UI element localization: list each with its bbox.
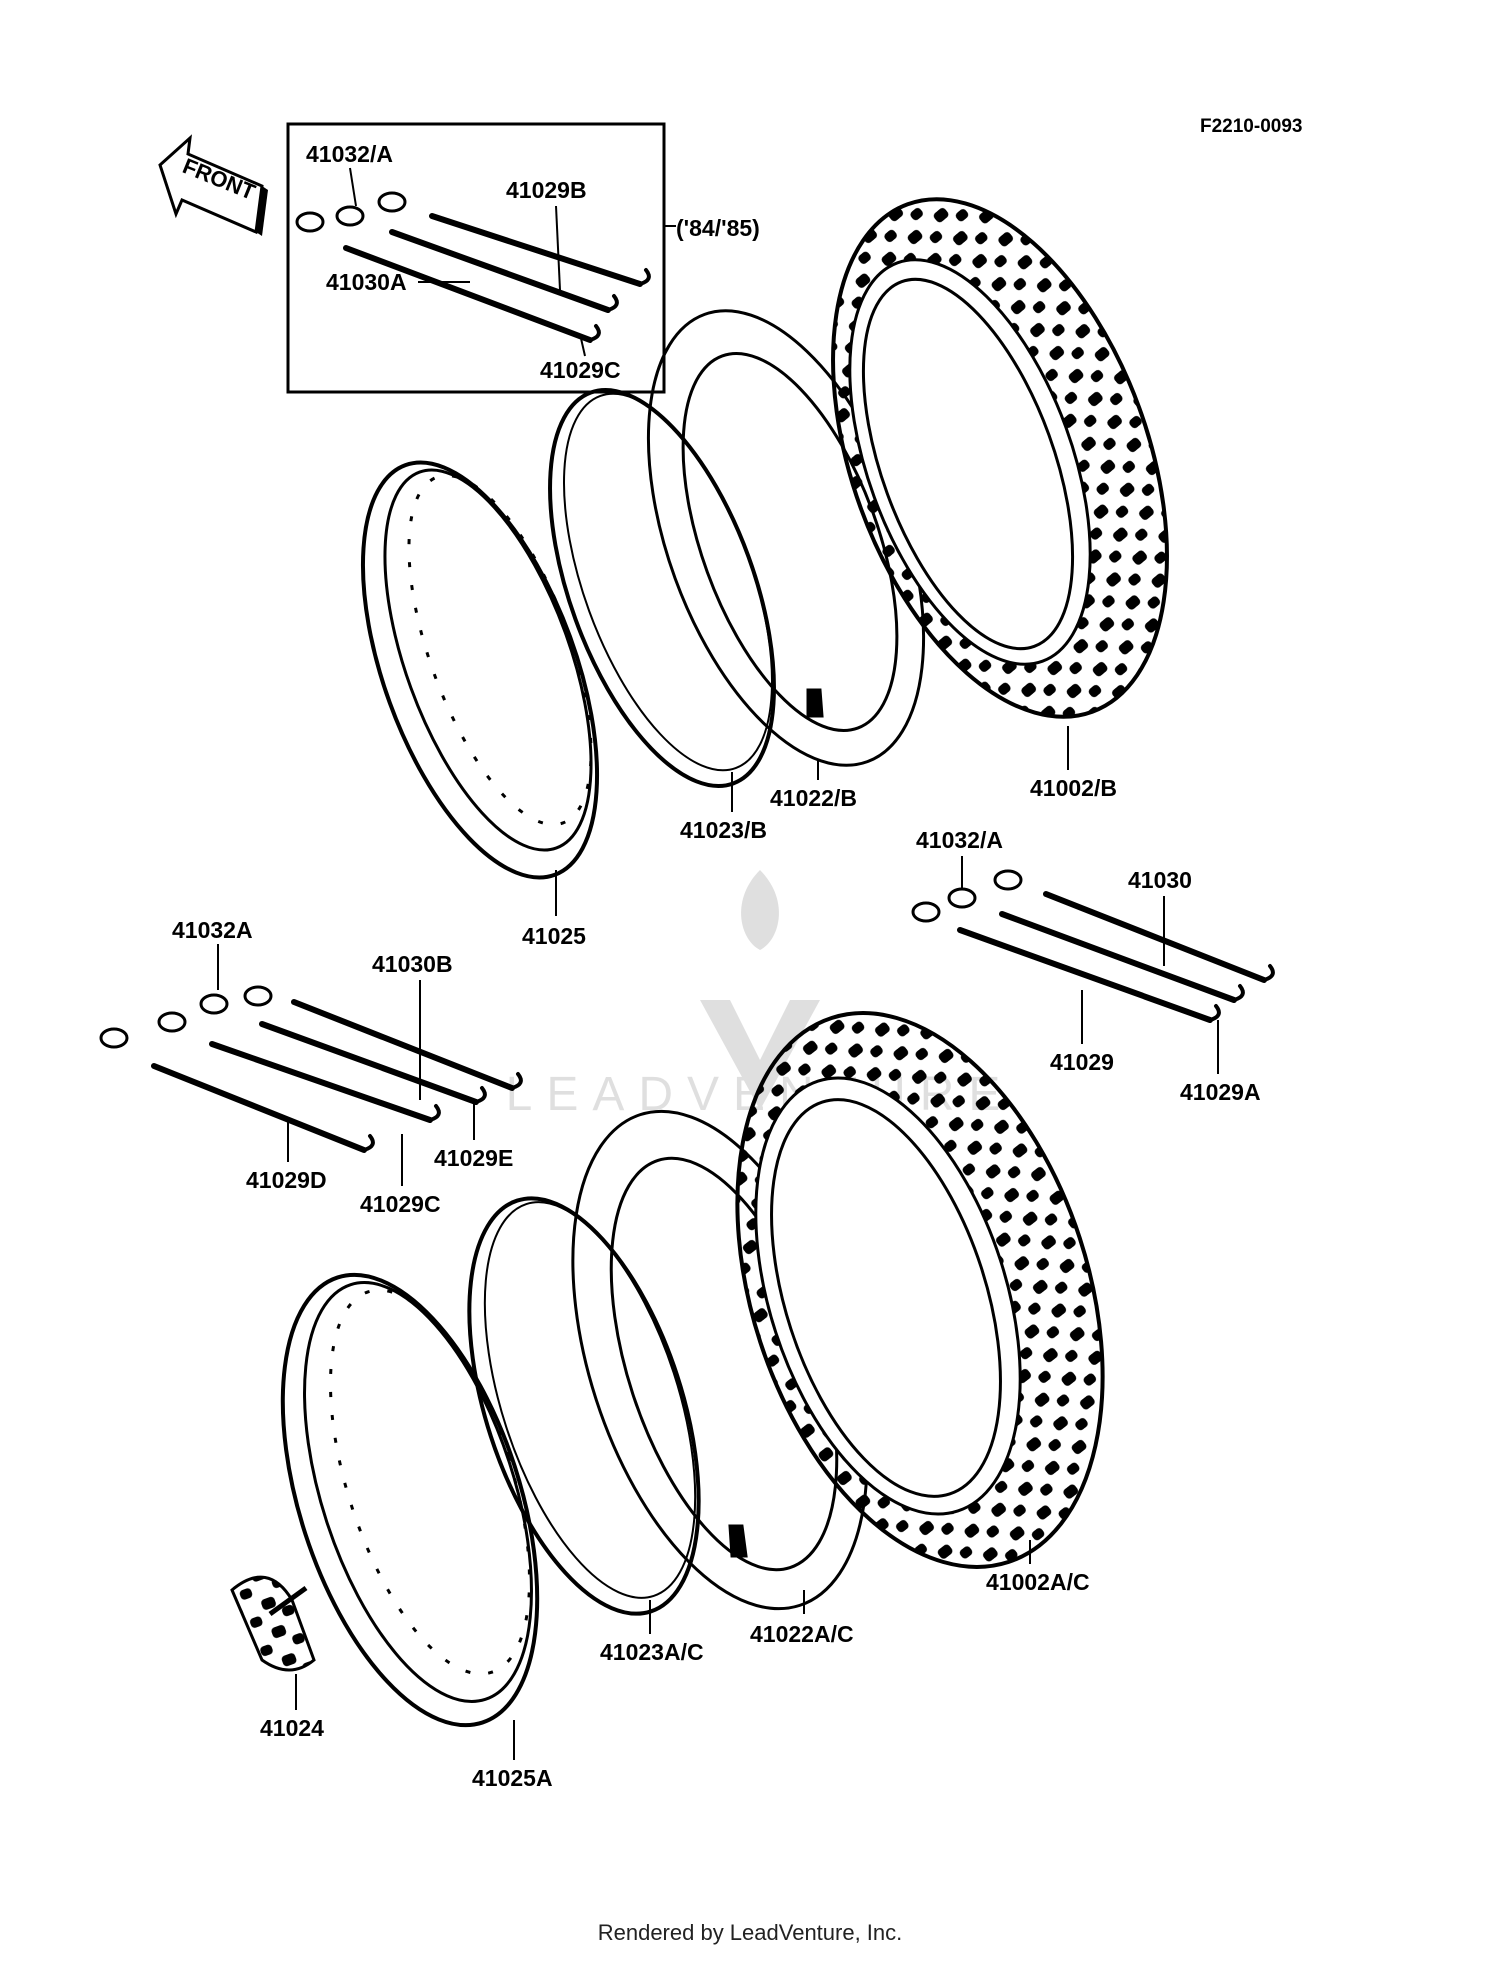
label-41029a: 41029A bbox=[1180, 1079, 1261, 1105]
label-41029c-box: 41029C bbox=[540, 357, 621, 383]
rim-band-41023-b bbox=[548, 388, 776, 788]
label-41025: 41025 bbox=[522, 923, 586, 949]
label-41032-a-right: 41032/A bbox=[916, 827, 1003, 853]
right-spoke-set bbox=[911, 869, 1275, 1023]
rim-lock-41024 bbox=[230, 1575, 316, 1672]
diagram-code: F2210-0093 bbox=[1200, 116, 1302, 137]
label-41029c: 41029C bbox=[360, 1191, 441, 1217]
year-note: ('84/'85) bbox=[676, 215, 760, 241]
label-41029d: 41029D bbox=[246, 1167, 327, 1193]
label-41032a: 41032A bbox=[172, 917, 253, 943]
label-41023-b: 41023/B bbox=[680, 817, 767, 843]
label-41002a-c: 41002A/C bbox=[986, 1569, 1090, 1595]
label-41023a-c: 41023A/C bbox=[600, 1639, 704, 1665]
footer-credit: Rendered by LeadVenture, Inc. bbox=[597, 1920, 903, 1945]
tire-41002-b bbox=[831, 197, 1169, 719]
label-41029e: 41029E bbox=[434, 1145, 513, 1171]
label-41022-b: 41022/B bbox=[770, 785, 857, 811]
label-41030a: 41030A bbox=[326, 269, 407, 295]
front-arrow-icon: FRONT bbox=[158, 134, 268, 236]
rim-41025a bbox=[280, 1272, 540, 1728]
label-41022a-c: 41022A/C bbox=[750, 1621, 854, 1647]
label-41029: 41029 bbox=[1050, 1049, 1114, 1075]
left-spoke-set bbox=[99, 985, 523, 1153]
label-41024: 41024 bbox=[260, 1715, 324, 1741]
box-spoke-set bbox=[295, 191, 651, 343]
label-41029b: 41029B bbox=[506, 177, 587, 203]
rim-band-41023a-c bbox=[467, 1196, 701, 1616]
label-41002-b: 41002/B bbox=[1030, 775, 1117, 801]
label-41025a: 41025A bbox=[472, 1765, 553, 1791]
label-41032-a-box: 41032/A bbox=[306, 141, 393, 167]
rim-41025 bbox=[360, 460, 600, 880]
label-41030b: 41030B bbox=[372, 951, 453, 977]
tire-41002a-c bbox=[735, 1011, 1105, 1569]
label-41030: 41030 bbox=[1128, 867, 1192, 893]
variant-box bbox=[286, 122, 666, 394]
